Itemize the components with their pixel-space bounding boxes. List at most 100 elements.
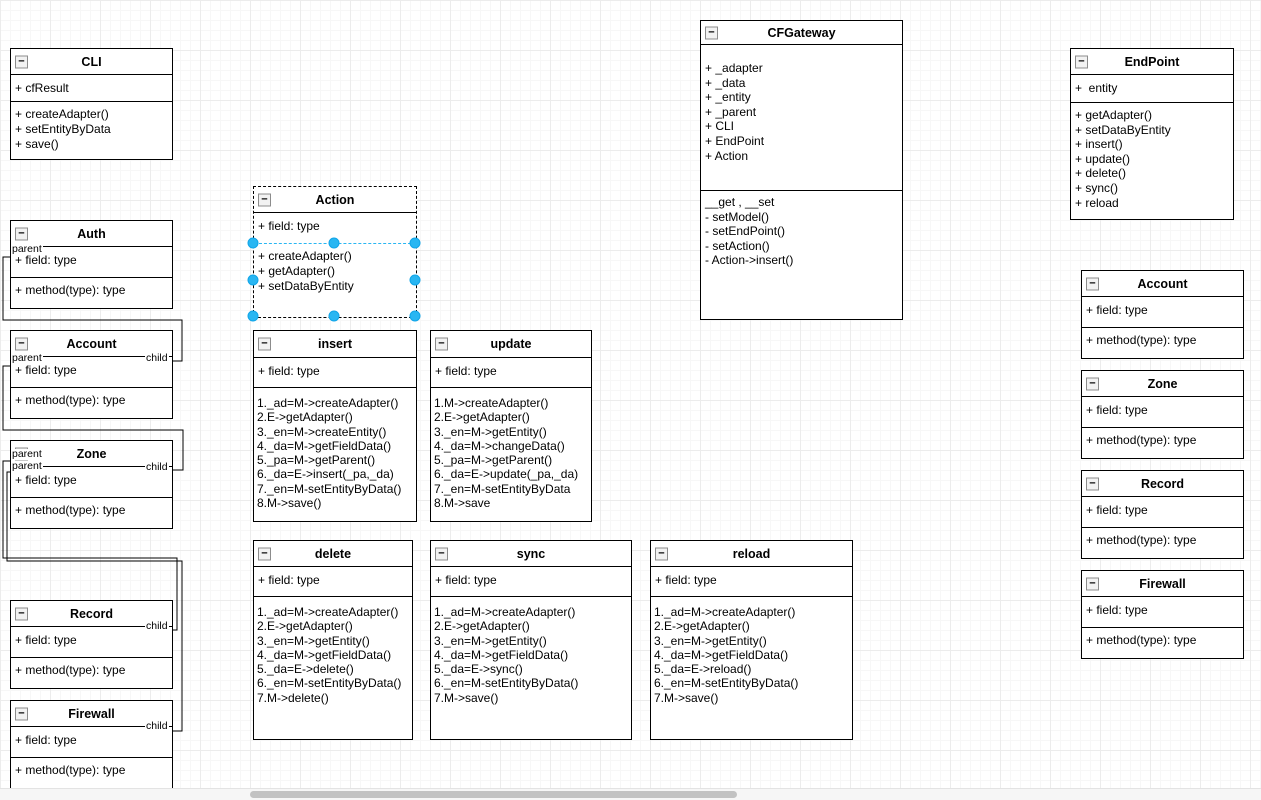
methods-compartment[interactable]: + method(type): type bbox=[11, 278, 172, 308]
methods-compartment[interactable]: 1._ad=M->createAdapter()2.E->getAdapter(… bbox=[651, 597, 852, 739]
method-row: + createAdapter() bbox=[258, 249, 352, 263]
methods-compartment[interactable]: + getAdapter()+ setDataByEntity+ insert(… bbox=[1071, 103, 1233, 219]
methods-compartment[interactable]: + method(type): type bbox=[11, 658, 172, 688]
class-box-sync[interactable]: −sync + field: type 1._ad=M->createAdapter… bbox=[430, 540, 632, 740]
fields-compartment[interactable]: + _adapter+ _data+ _entity+ _parent+ CLI… bbox=[701, 45, 902, 191]
methods-compartment[interactable]: __get , __set- setModel()- setEndPoint()… bbox=[701, 191, 902, 319]
class-box-firewall-right[interactable]: −Firewall+ field: type+ method(type): ty… bbox=[1081, 570, 1244, 659]
collapse-icon[interactable]: − bbox=[435, 337, 448, 351]
collapse-icon[interactable]: − bbox=[1075, 55, 1088, 68]
fields-compartment[interactable]: + field: type bbox=[1082, 597, 1243, 628]
selection-handle[interactable] bbox=[328, 237, 340, 249]
fields-compartment[interactable]: + field: type bbox=[11, 357, 172, 388]
selection-handle[interactable] bbox=[328, 310, 340, 322]
class-title-row: −Account bbox=[11, 331, 172, 357]
class-title-row: −insert bbox=[254, 331, 416, 358]
method-row: - Action->insert() bbox=[705, 253, 794, 268]
collapse-icon[interactable]: − bbox=[1086, 377, 1099, 390]
class-box-zone-right[interactable]: −Zone+ field: type+ method(type): type bbox=[1081, 370, 1244, 459]
collapse-icon[interactable]: − bbox=[15, 55, 28, 68]
fields-compartment[interactable]: + cfResult bbox=[11, 75, 172, 102]
field-row: + field: type bbox=[15, 363, 77, 377]
methods-compartment[interactable]: + method(type): type bbox=[11, 388, 172, 418]
collapse-icon[interactable]: − bbox=[15, 227, 28, 240]
fields-compartment[interactable]: + field: type bbox=[431, 567, 631, 597]
class-box-cli[interactable]: −CLI+ cfResult+ createAdapter()+ setEnti… bbox=[10, 48, 173, 160]
selection-handle[interactable] bbox=[247, 310, 259, 322]
field-row: + field: type bbox=[435, 573, 497, 587]
collapse-icon[interactable]: − bbox=[1086, 577, 1099, 590]
collapse-icon[interactable]: − bbox=[1086, 277, 1099, 290]
collapse-icon[interactable]: − bbox=[15, 607, 28, 620]
fields-compartment[interactable]: + field: type bbox=[651, 567, 852, 597]
fields-compartment[interactable]: + field: type bbox=[254, 567, 412, 597]
methods-compartment[interactable]: 1._ad=M->createAdapter()2.E->getAdapter(… bbox=[254, 388, 416, 521]
method-row: 2.E->getAdapter() bbox=[434, 410, 530, 425]
field-row: + field: type bbox=[435, 364, 497, 378]
class-box-reload[interactable]: − reload + field: type 1._ad=M->createAdapt… bbox=[650, 540, 853, 740]
fields-compartment[interactable]: + field: type bbox=[431, 358, 591, 388]
collapse-icon[interactable]: − bbox=[435, 547, 448, 560]
collapse-icon[interactable]: − bbox=[258, 337, 271, 351]
collapse-icon[interactable]: − bbox=[705, 26, 718, 39]
fields-compartment[interactable]: + field: type bbox=[11, 727, 172, 758]
scrollbar-thumb[interactable] bbox=[250, 791, 737, 798]
methods-compartment[interactable]: 1.M->createAdapter()2.E->getAdapter()3._… bbox=[431, 388, 591, 521]
methods-compartment[interactable]: + createAdapter()+ setEntityByData+ save… bbox=[11, 102, 172, 159]
class-box-endpoint[interactable]: − EndPoint + entity+ getAdapter()+ setData… bbox=[1070, 48, 1234, 220]
class-box-cfgateway[interactable]: −CFGateway+ _adapter+ _data+ _entity+ _p… bbox=[700, 20, 903, 320]
class-title: EndPoint bbox=[1124, 54, 1180, 69]
class-box-action[interactable]: −Action+ field: type+ createAdapter()+ g… bbox=[253, 186, 417, 318]
fields-compartment[interactable]: + field: type bbox=[1082, 497, 1243, 528]
collapse-icon[interactable]: − bbox=[15, 707, 28, 720]
fields-compartment[interactable]: + field: type bbox=[11, 467, 172, 498]
methods-compartment[interactable]: + method(type): type bbox=[11, 498, 172, 528]
class-box-auth[interactable]: −Auth+ field: type+ method(type): type bbox=[10, 220, 173, 309]
fields-compartment[interactable]: + field: type bbox=[254, 358, 416, 388]
selection-handle[interactable] bbox=[409, 310, 421, 322]
methods-compartment[interactable]: + createAdapter()+ getAdapter()+ setData… bbox=[254, 244, 416, 317]
methods-compartment[interactable]: + method(type): type bbox=[1082, 328, 1243, 358]
class-title-row: −sync bbox=[431, 541, 631, 567]
selection-handle[interactable] bbox=[409, 274, 421, 286]
collapse-icon[interactable]: − bbox=[258, 193, 271, 206]
field-row: + Action bbox=[705, 148, 749, 163]
methods-compartment[interactable]: + method(type): type bbox=[1082, 528, 1243, 558]
methods-compartment[interactable]: + method(type): type bbox=[1082, 428, 1243, 458]
class-title: reload bbox=[732, 546, 771, 561]
class-box-record-left[interactable]: −Record+ field: type+ method(type): type bbox=[10, 600, 173, 689]
class-box-account-left[interactable]: −Account + field: type + method(type): typ… bbox=[10, 330, 173, 419]
methods-compartment[interactable]: 1._ad=M->createAdapter()2.E->getAdapter(… bbox=[431, 597, 631, 739]
methods-compartment[interactable]: 1._ad=M->createAdapter()2.E->getAdapter(… bbox=[254, 597, 412, 739]
method-row: + createAdapter() bbox=[15, 107, 109, 121]
field-row: + field: type bbox=[1086, 303, 1148, 317]
method-row: + method(type): type bbox=[15, 283, 126, 297]
class-box-record-right[interactable]: −Record+ field: type+ method(type): type bbox=[1081, 470, 1244, 559]
methods-compartment[interactable]: + method(type): type bbox=[11, 758, 172, 788]
collapse-icon[interactable]: − bbox=[1086, 477, 1099, 490]
class-box-firewall-left[interactable]: −Firewall+ field: type+ method(type): ty… bbox=[10, 700, 173, 789]
horizontal-scrollbar[interactable] bbox=[0, 788, 1261, 800]
field-row: + field: type bbox=[1086, 503, 1148, 517]
selection-handle[interactable] bbox=[247, 274, 259, 286]
collapse-icon[interactable]: − bbox=[15, 337, 28, 350]
methods-compartment[interactable]: + method(type): type bbox=[1082, 628, 1243, 658]
fields-compartment[interactable]: + field: type bbox=[11, 247, 172, 278]
class-box-account-right[interactable]: −Account+ field: type+ method(type): typ… bbox=[1081, 270, 1244, 359]
fields-compartment[interactable]: + field: type bbox=[11, 627, 172, 658]
selection-handle[interactable] bbox=[247, 237, 259, 249]
class-title-row: −Zone bbox=[1082, 371, 1243, 397]
selection-handle[interactable] bbox=[409, 237, 421, 249]
fields-compartment[interactable]: + field: type bbox=[1082, 297, 1243, 328]
collapse-icon[interactable]: − bbox=[258, 547, 271, 560]
fields-compartment[interactable]: + entity bbox=[1071, 75, 1233, 103]
field-row: + field: type bbox=[655, 573, 717, 587]
method-row: - setEndPoint() bbox=[705, 224, 786, 239]
method-row: 6._da=E->update(_pa,_da) bbox=[434, 467, 579, 482]
collapse-icon[interactable]: − bbox=[655, 547, 668, 560]
fields-compartment[interactable]: + field: type bbox=[1082, 397, 1243, 428]
